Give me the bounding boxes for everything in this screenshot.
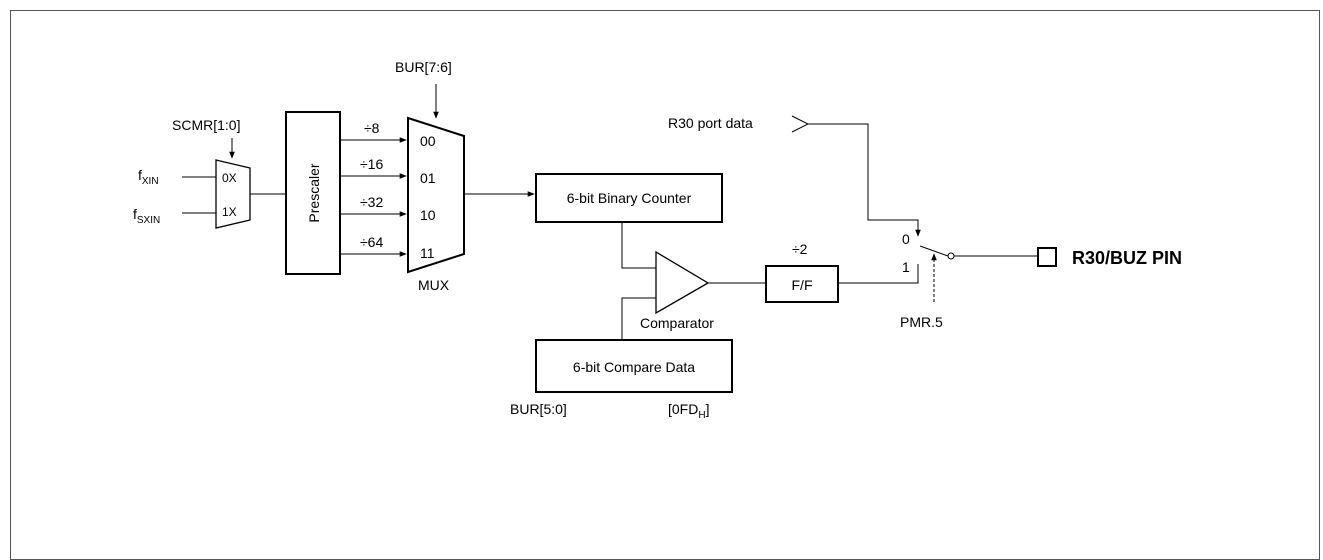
- switch-1-label: 1: [902, 259, 910, 275]
- small-mux: [215, 159, 251, 229]
- switch-blade: [919, 245, 949, 257]
- div8-label: ÷8: [364, 120, 380, 136]
- fsxin-label: fSXIN: [133, 206, 160, 226]
- small-mux-in1: 1X: [222, 205, 237, 219]
- port-data-wire: [808, 123, 921, 237]
- flipflop-label: F/F: [792, 277, 813, 293]
- compare-data-label: 6-bit Compare Data: [573, 359, 695, 375]
- small-mux-in0: 0X: [222, 171, 237, 185]
- port-data-connector: [791, 115, 810, 133]
- mux-in-01: 01: [420, 170, 436, 186]
- port-data-label: R30 port data: [668, 115, 753, 131]
- compare-data-to-comparator-wire: [621, 297, 656, 340]
- address-label: [0FDH]: [668, 401, 709, 421]
- mux-in-10: 10: [420, 207, 436, 223]
- prescaler-label: Prescaler: [306, 163, 322, 222]
- div32-label: ÷32: [360, 194, 383, 210]
- mux-label: MUX: [418, 277, 450, 293]
- flipflop-out-wire: [838, 264, 919, 284]
- mux-in-11: 11: [420, 245, 435, 261]
- mux-in-00: 00: [420, 133, 436, 149]
- small-mux-select-label: SCMR[1:0]: [172, 117, 240, 133]
- counter-label: 6-bit Binary Counter: [567, 190, 692, 206]
- switch-pivot: [947, 252, 955, 260]
- comparator: [655, 250, 710, 315]
- pmr-label: PMR.5: [900, 314, 943, 330]
- prescaler-box: [285, 111, 341, 275]
- pin-label: R30/BUZ PIN: [1072, 248, 1182, 268]
- bur-bits-label: BUR[5:0]: [510, 401, 567, 417]
- div16-label: ÷16: [360, 156, 383, 172]
- compare-data-box: [535, 339, 733, 393]
- flipflop-box: [765, 265, 839, 303]
- counter-to-comparator-wire: [621, 222, 656, 269]
- counter-box: [535, 173, 723, 223]
- comparator-label: Comparator: [640, 315, 714, 331]
- div2-label: ÷2: [792, 241, 808, 257]
- mux-select-label: BUR[7:6]: [395, 59, 452, 75]
- mux: [407, 116, 465, 274]
- div64-label: ÷64: [360, 234, 383, 250]
- fxin-label: fXIN: [138, 167, 159, 187]
- switch-0-label: 0: [902, 231, 910, 247]
- pin-square: [1037, 247, 1057, 267]
